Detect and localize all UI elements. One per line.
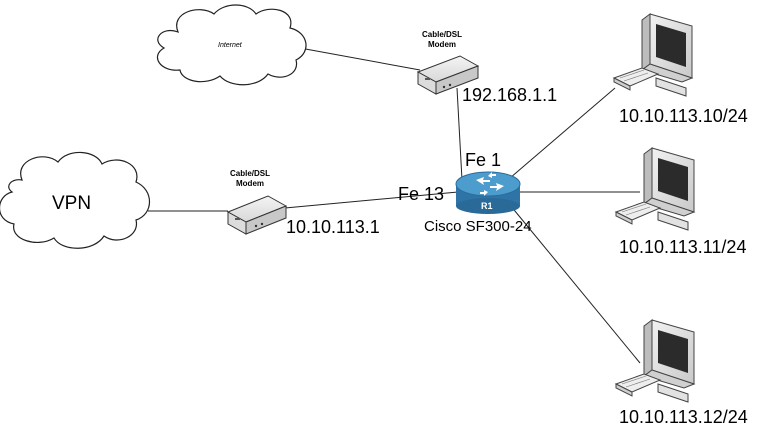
internet-cloud-label: Internet (218, 42, 242, 49)
modem-top-label-line1: Cable/DSL (421, 30, 462, 39)
modem-top-label: Cable/DSL Modem (412, 30, 472, 50)
modem-left-icon (226, 195, 288, 235)
modem-left-ip: 10.10.113.1 (286, 217, 380, 237)
router-port-top: Fe 1 (465, 150, 502, 170)
link-internet-modem (299, 47, 421, 71)
host-3-ip: 10.10.113.12/24 (619, 407, 748, 427)
link-modem-router (456, 87, 463, 181)
modem-left-label-line2: Modem (236, 179, 264, 188)
modem-left-label: Cable/DSL Modem (220, 169, 280, 189)
link-router-host3 (509, 204, 641, 364)
vpn-cloud-label: VPN (52, 193, 92, 214)
modem-left-label-line1: Cable/DSL (229, 169, 270, 178)
modem-top-ip: 192.168.1.1 (462, 85, 558, 105)
pc-host-2-icon (614, 147, 696, 231)
modem-top-icon (416, 55, 480, 95)
router-icon (455, 171, 521, 214)
internet-cloud-icon (157, 4, 307, 86)
router-name: R1 (481, 201, 493, 211)
router-model: Cisco SF300-24 (424, 218, 532, 235)
vpn-cloud-icon (0, 151, 151, 249)
host-2-ip: 10.10.113.11/24 (619, 237, 747, 257)
link-router-host1 (509, 87, 616, 179)
router-port-left: Fe 13 (398, 184, 445, 204)
modem-top-label-line2: Modem (428, 40, 456, 49)
host-1-ip: 10.10.113.10/24 (619, 106, 748, 126)
pc-host-1-icon (612, 13, 694, 97)
connection-lines (148, 47, 641, 364)
link-modem-router-left (284, 191, 459, 209)
pc-host-3-icon (614, 319, 696, 403)
